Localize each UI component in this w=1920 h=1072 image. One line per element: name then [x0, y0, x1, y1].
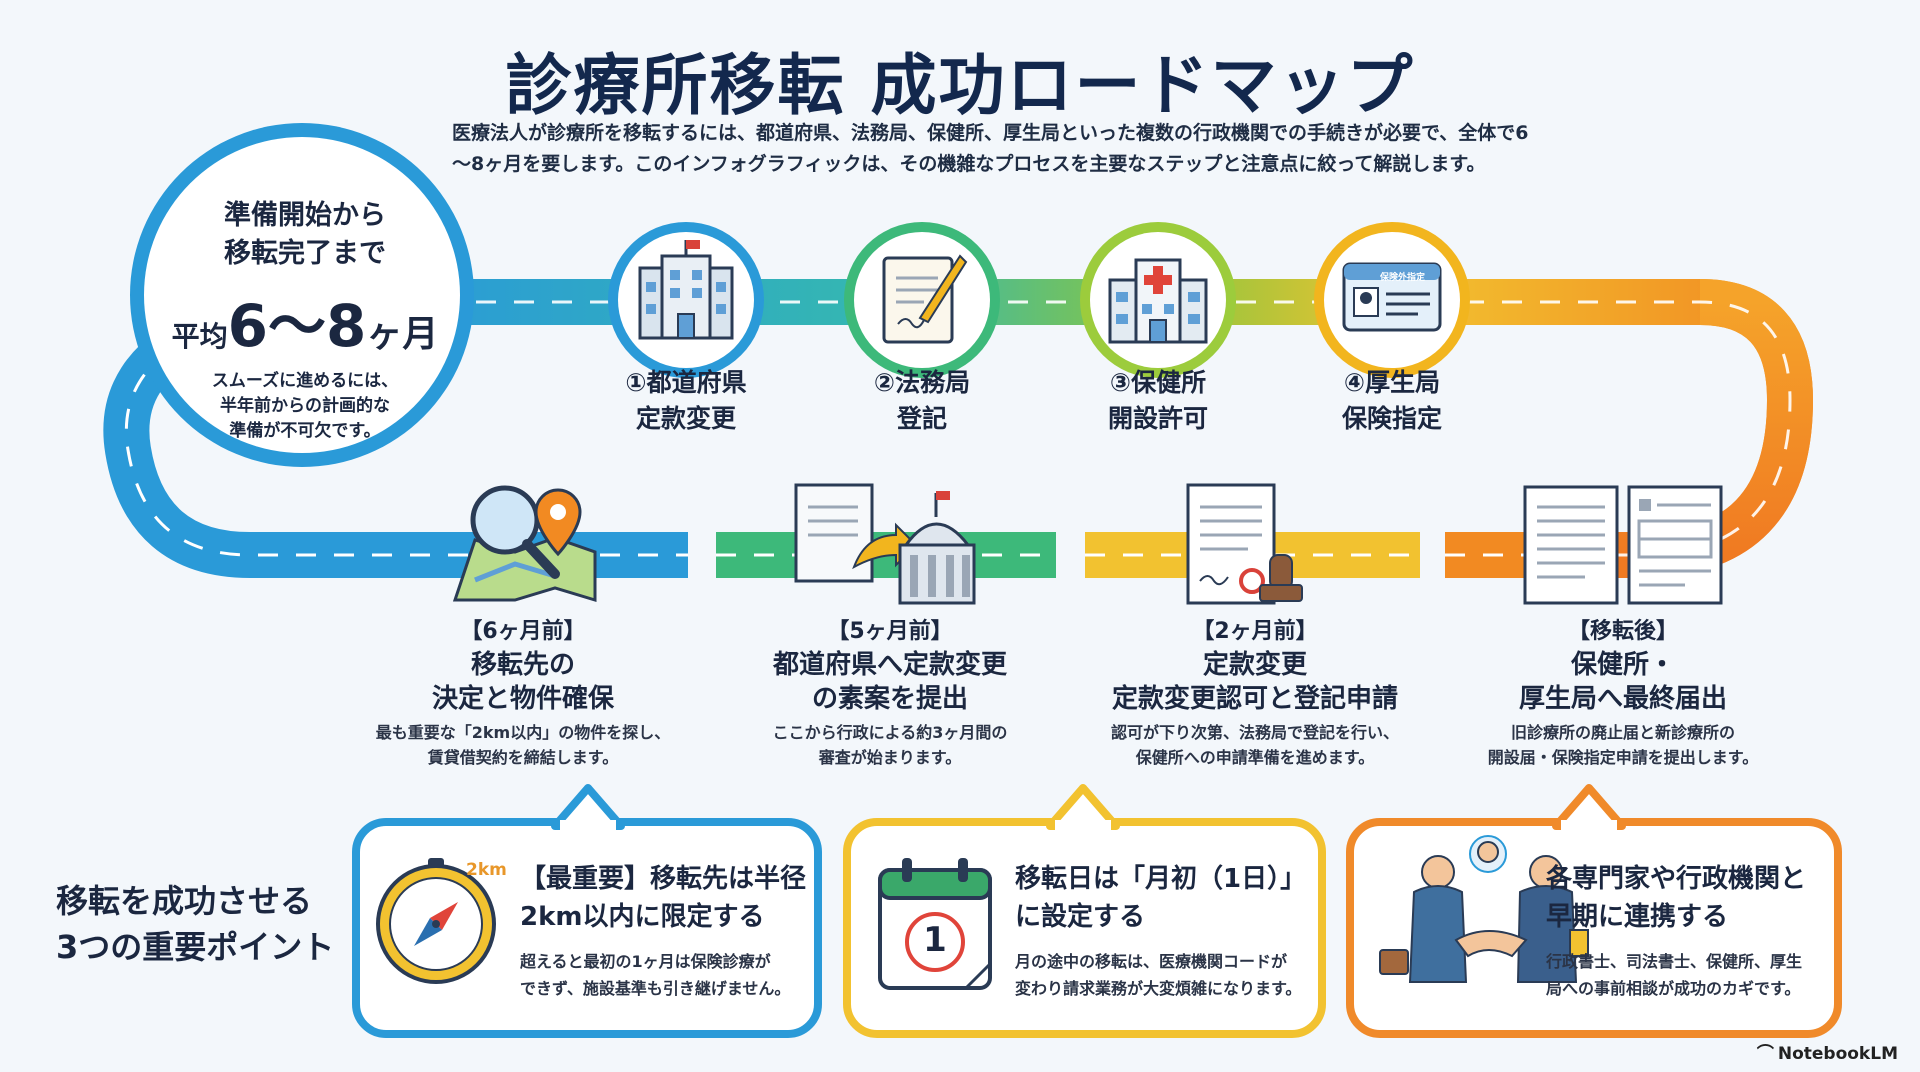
duration-value: 平均6～8ヶ月 [140, 279, 470, 363]
key-point-3-title-2: 早期に連携する [1546, 902, 1729, 932]
compass-distance-tag: 2km [466, 860, 507, 880]
key-point-3-title-1: 各専門家や行政機関と [1546, 864, 1807, 894]
duration-summary: 準備開始から 移転完了まで 平均6～8ヶ月 スムーズに進めるには、 半年前からの… [140, 145, 470, 460]
duration-unit: ヶ月 [366, 314, 439, 355]
hero-line-2: 移転完了まで [224, 238, 386, 269]
agency-step-2-line-2: 登記 [896, 404, 947, 433]
key-points-heading-line-2: 3つの重要ポイント [56, 928, 335, 966]
agency-step-3: ③保健所 開設許可 [1038, 365, 1278, 437]
milestone-4-title-2: 厚生局へ最終届出 [1518, 684, 1727, 714]
milestone-3-timing: 【2ヶ月前】 [1192, 619, 1318, 644]
hero-note-3: 準備が不可欠です。 [229, 421, 381, 441]
hero-note-1: スムーズに進めるには、 [211, 371, 399, 391]
notebooklm-logo-icon: ⌒ [1756, 1044, 1774, 1064]
insurance-card-icon-text: 保険外指定 [1380, 273, 1426, 283]
key-point-1-title-1: 【最重要】移転先は半径 [520, 864, 807, 894]
milestone-2-title-1: 都道府県へ定款変更 [772, 650, 1007, 680]
key-point-3-desc-1: 行政書士、司法書士、保健所、厚生 [1546, 952, 1803, 971]
agency-step-1-line-1: ①都道府県 [625, 368, 747, 397]
milestone-2-timing: 【5ヶ月前】 [827, 619, 953, 644]
agency-step-2-line-1: ②法務局 [873, 368, 971, 397]
agency-step-2: ②法務局 登記 [802, 365, 1042, 437]
milestone-4-desc-2: 開設届・保険指定申請を提出します。 [1487, 748, 1759, 767]
milestone-4-timing: 【移転後】 [1567, 619, 1678, 644]
key-point-3-desc-2: 局への事前相談が成功のカギです。 [1546, 979, 1801, 998]
document-to-government-icon [794, 483, 976, 605]
milestone-4-title-1: 保健所・ [1570, 650, 1675, 680]
key-point-1: 【最重要】移転先は半径 2km以内に限定する 超えると最初の1ヶ月は保険診療が … [520, 860, 810, 1002]
milestone-1-title-2: 決定と物件確保 [431, 684, 614, 714]
handshake-icon [1379, 835, 1589, 983]
key-point-2-desc-2: 変わり請求業務が大変煩雑になります。 [1015, 979, 1302, 998]
certificate-stamp-icon [1186, 483, 1303, 605]
forms-icon [1523, 485, 1723, 605]
key-point-1-desc-2: できず、施設基準も引き継げません。 [520, 979, 791, 998]
key-point-3: 各専門家や行政機関と 早期に連携する 行政書士、司法書士、保健所、厚生 局への事… [1546, 860, 1831, 1002]
agency-step-4-line-1: ④厚生局 [1343, 368, 1441, 397]
agency-step-3-line-2: 開設許可 [1107, 404, 1208, 433]
document-quill-icon [882, 254, 968, 344]
hero-note-2: 半年前からの計画的な [220, 396, 390, 416]
milestone-1-title-1: 移転先の [470, 650, 575, 680]
milestone-1-timing: 【6ヶ月前】 [460, 619, 586, 644]
key-point-card-3-frame [1346, 784, 1842, 1038]
milestone-2: 【5ヶ月前】 都道府県へ定款変更 の素案を提出 ここから行政による約3ヶ月間の … [715, 616, 1065, 770]
milestone-2-desc-2: 審査が始まります。 [818, 748, 962, 767]
agency-step-1-line-2: 定款変更 [635, 404, 736, 433]
milestone-3-desc-2: 保健所への申請準備を進めます。 [1135, 748, 1375, 767]
milestone-2-desc-1: ここから行政による約3ヶ月間の [772, 723, 1008, 742]
agency-step-4: ④厚生局 保険指定 [1272, 365, 1512, 437]
milestone-3-desc-1: 認可が下り次第、法務局で登記を行い、 [1110, 723, 1399, 742]
calendar-icon [878, 858, 992, 990]
calendar-day: 1 [923, 920, 947, 960]
milestone-1: 【6ヶ月前】 移転先の 決定と物件確保 最も重要な「2km以内」の物件を探し、 … [348, 616, 698, 770]
hospital-icon [1108, 258, 1208, 344]
agency-step-1: ①都道府県 定款変更 [566, 365, 806, 437]
key-point-1-desc-1: 超えると最初の1ヶ月は保険診療が [520, 952, 771, 971]
office-building-icon [638, 240, 734, 340]
key-point-card-1-frame [352, 784, 822, 1038]
agency-step-4-line-2: 保険指定 [1341, 404, 1442, 433]
milestone-3-title-2: 定款変更認可と登記申請 [1111, 684, 1398, 714]
milestone-4-desc-1: 旧診療所の廃止届と新診療所の [1510, 723, 1735, 742]
duration-prefix: 平均 [171, 320, 228, 353]
key-point-1-title-2: 2km以内に限定する [520, 902, 765, 932]
milestone-2-title-2: の素案を提出 [811, 684, 968, 714]
key-point-2-desc-1: 月の途中の移転は、医療機関コードが [1015, 952, 1288, 971]
insurance-card-icon [1342, 262, 1442, 332]
milestone-4: 【移転後】 保健所・ 厚生局へ最終届出 旧診療所の廃止届と新診療所の 開設届・保… [1448, 616, 1798, 770]
hero-line-1: 準備開始から [224, 200, 386, 231]
key-point-2: 移転日は「月初（1日）」 に設定する 月の途中の移転は、医療機関コードが 変わり… [1015, 860, 1315, 1002]
key-points-heading-line-1: 移転を成功させる [56, 882, 313, 920]
page-subtitle: 医療法人が診療所を移転するには、都道府県、法務局、保健所、厚生局といった複数の行… [452, 122, 1529, 175]
map-magnifier-icon [452, 485, 597, 603]
milestone-1-desc-2: 賃貸借契約を締結します。 [427, 748, 619, 767]
key-point-2-title-2: に設定する [1015, 902, 1146, 932]
brand-label: ⌒NotebookLM [1757, 1039, 1898, 1064]
duration-range: 6～8 [227, 292, 367, 360]
compass-icon [376, 858, 496, 984]
key-points-heading: 移転を成功させる 3つの重要ポイント [56, 878, 334, 970]
brand-name: NotebookLM [1777, 1044, 1898, 1064]
milestone-3-title-1: 定款変更 [1202, 650, 1307, 680]
key-point-2-title-1: 移転日は「月初（1日）」 [1015, 864, 1307, 894]
agency-step-3-line-1: ③保健所 [1109, 368, 1207, 397]
page-title: 診療所移転 成功ロードマップ [505, 47, 1415, 124]
milestone-1-desc-1: 最も重要な「2km以内」の物件を探し、 [375, 723, 671, 742]
milestone-3: 【2ヶ月前】 定款変更 定款変更認可と登記申請 認可が下り次第、法務局で登記を行… [1080, 616, 1430, 770]
